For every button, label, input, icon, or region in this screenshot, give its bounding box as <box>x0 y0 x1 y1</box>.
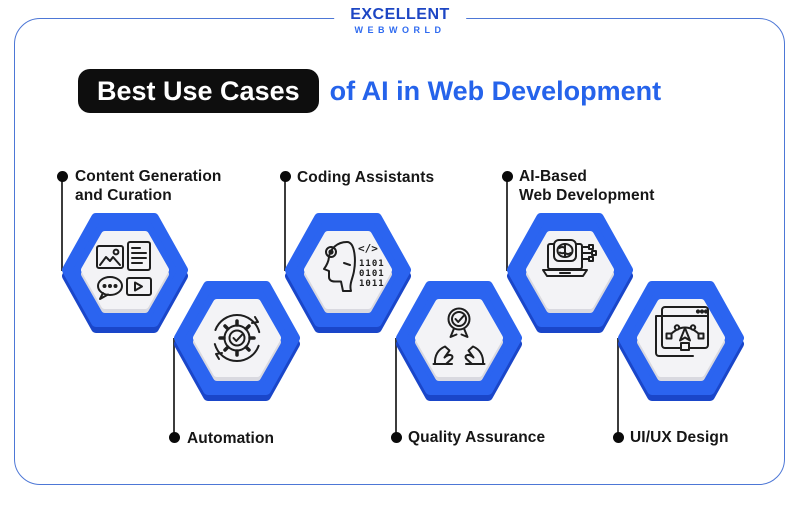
connector-line-automation <box>173 338 175 437</box>
coding-assistants-icon: </> 1101 0101 1011 <box>323 241 385 292</box>
connector-line-coding-assistants <box>284 176 286 271</box>
label-content-generation: Content Generation and Curation <box>75 167 221 205</box>
hexagon-coding-assistants: </> 1101 0101 1011 <box>285 213 411 333</box>
hexagon-quality-assurance <box>396 281 522 401</box>
label-line: Automation <box>187 430 275 447</box>
quality-assurance-icon <box>432 307 486 365</box>
label-line: and Curation <box>75 187 172 204</box>
label-line: Quality Assurance <box>408 429 546 446</box>
connector-dot-ui-ux-design <box>613 432 624 443</box>
brand-name: EXCELLENT <box>350 6 450 23</box>
page-title: Best Use Cases of AI in Web Development <box>78 69 661 113</box>
hexagon-ui-ux-design <box>618 281 744 401</box>
brand-subname: WEBWORLD <box>354 25 446 35</box>
label-quality-assurance: Quality Assurance <box>408 428 545 447</box>
binary-row: 1011 <box>359 279 385 289</box>
binary-row: 0101 <box>359 269 385 279</box>
binary-row: 1101 <box>359 259 385 269</box>
hexagon-ai-web-development <box>507 213 633 333</box>
connector-dot-coding-assistants <box>280 171 291 182</box>
connector-dot-content-generation <box>57 171 68 182</box>
connector-line-ai-web-development <box>506 176 508 271</box>
automation-icon <box>213 314 261 362</box>
brand-logo: EXCELLENT WEBWORLD <box>334 4 466 35</box>
hexagon-automation <box>174 281 300 401</box>
label-automation: Automation <box>187 429 274 448</box>
ui-ux-design-icon <box>655 306 709 357</box>
connector-line-content-generation <box>61 176 63 271</box>
connector-dot-ai-web-development <box>502 171 513 182</box>
label-coding-assistants: Coding Assistants <box>297 168 434 187</box>
connector-line-quality-assurance <box>395 338 397 437</box>
connector-dot-automation <box>169 432 180 443</box>
label-line: AI-Based <box>519 168 587 185</box>
label-ai-web-development: AI-Based Web Development <box>519 167 655 205</box>
label-line: Coding Assistants <box>297 169 435 186</box>
title-rest-text: of AI in Web Development <box>329 75 662 106</box>
label-line: UI/UX Design <box>630 429 729 446</box>
code-symbol-text: </> <box>358 242 378 255</box>
label-ui-ux-design: UI/UX Design <box>630 428 729 447</box>
content-generation-icon <box>96 241 152 300</box>
label-line: Content Generation <box>75 168 222 185</box>
ai-web-development-icon <box>542 239 597 277</box>
label-line: Web Development <box>519 187 655 204</box>
connector-dot-quality-assurance <box>391 432 402 443</box>
hexagon-content-generation <box>62 213 188 333</box>
title-highlight-pill: Best Use Cases <box>78 69 319 113</box>
connector-line-ui-ux-design <box>617 338 619 437</box>
